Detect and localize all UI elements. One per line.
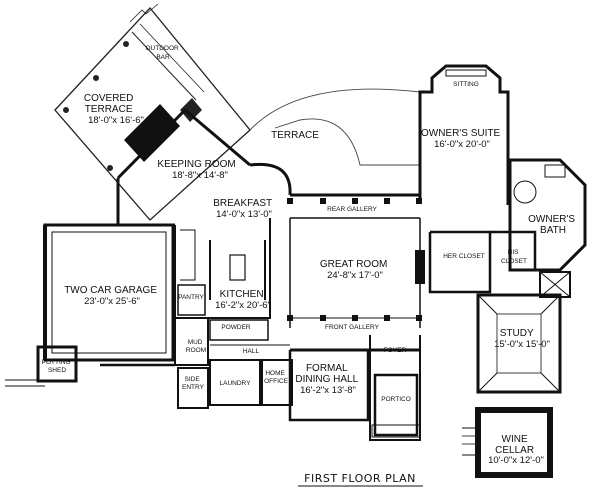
home-office-outline	[261, 359, 293, 406]
owners-suite-walls	[418, 64, 510, 205]
garage-interior	[51, 231, 167, 354]
potting-shed-label: POTTING SHED	[42, 359, 73, 374]
owners-suite-outline	[418, 64, 510, 205]
terrace-column	[63, 107, 69, 113]
front-gallery-label: FRONT GALLERY	[325, 324, 380, 331]
foyer-label: FOYER	[384, 347, 407, 354]
garage-walls	[43, 223, 175, 362]
kitchen-island	[229, 254, 246, 281]
great-room-label: GREAT ROOM 24'-8"x 17'-0"	[320, 259, 390, 281]
kitchen-outline	[174, 218, 271, 319]
west-service-wall	[116, 178, 175, 227]
her-closet-outline	[428, 230, 492, 294]
terrace-column	[123, 41, 129, 47]
mud-room-outline	[174, 318, 209, 366]
study-label: STUDY 15'-0"x 15'-0"	[494, 328, 550, 350]
bath-tub	[513, 180, 537, 204]
service-walls	[5, 318, 370, 422]
portico-step	[371, 424, 421, 438]
room-labels: OUTDOOR BAR COVERED TERRACE 18'-0"x 16'-…	[42, 45, 578, 466]
mud-room-label: MUD ROOM	[186, 339, 206, 354]
dining-outline	[288, 350, 370, 422]
owners-bath-label: OWNER'S BATH	[528, 214, 578, 236]
terrace-column	[107, 165, 113, 171]
pantry-outline	[177, 284, 206, 316]
breakfast-bay	[249, 162, 292, 196]
potting-shed-outline	[36, 345, 78, 383]
powder-label: POWDER	[221, 324, 251, 331]
terrace-outline	[249, 88, 421, 166]
wine-cellar-walls	[462, 407, 553, 478]
his-closet-outline	[490, 230, 537, 270]
wine-cellar-stair	[462, 427, 479, 456]
her-closet-label: HER CLOSET	[443, 253, 485, 260]
portico-outline	[373, 373, 419, 437]
bath-vanity	[544, 164, 566, 178]
kitchen-walls	[174, 218, 271, 341]
pantry-label: PANTRY	[178, 294, 204, 301]
side-entry-outline	[177, 367, 209, 409]
closet-walls	[428, 230, 537, 294]
keeping-room-wall	[116, 107, 251, 180]
sitting-window	[445, 69, 487, 77]
owners-suite-label: OWNER'S SUITE 16'-0"x 20'-0"	[421, 128, 503, 150]
garage-label: TWO CAR GARAGE 23'-0"x 25'-6"	[64, 285, 160, 307]
laundry-outline	[209, 359, 261, 406]
formal-dining-label: FORMAL DINING HALL 16'-2"x 13'-8"	[295, 363, 360, 396]
foyer-outline	[369, 335, 421, 441]
powder-outline	[209, 319, 269, 341]
wine-cellar-label: WINE CELLAR 10'-0"x 12'-0"	[488, 434, 544, 466]
terrace-stair-edge	[129, 3, 159, 23]
gallery-columns	[287, 198, 422, 321]
kitchen-label: KITCHEN 16'-2"x 20'-6"	[215, 289, 271, 311]
portico-label: PORTICO	[381, 396, 411, 403]
owners-bath-walls	[508, 158, 587, 298]
sitting-label: SITTING	[453, 81, 479, 88]
bar-counter	[131, 31, 197, 101]
side-entry-label: SIDE ENTRY	[182, 376, 205, 391]
terrace-column	[93, 75, 99, 81]
bar-counter-back	[139, 23, 205, 93]
study-walls	[476, 293, 562, 394]
outdoor-fireplace	[124, 104, 180, 162]
his-closet-label: HIS CLOSET	[501, 249, 527, 265]
breakfast-label: BREAKFAST 14'-0"x 13'-0"	[213, 198, 275, 220]
home-office-label: HOME OFFICE	[264, 370, 288, 385]
main-walls	[116, 107, 421, 352]
stair-lines	[180, 229, 196, 281]
bath-shower	[539, 271, 571, 298]
owners-bath-outline	[508, 158, 587, 272]
foyer-walls	[369, 335, 421, 441]
keeping-room-hearth	[180, 98, 202, 122]
keeping-room-label: KEEPING ROOM 18'-8"x 14'-8"	[157, 159, 238, 181]
rear-gallery-label: REAR GALLERY	[327, 206, 377, 213]
terrace-label: TERRACE	[271, 130, 319, 141]
outdoor-bar-label: OUTDOOR BAR	[145, 45, 180, 61]
great-room-fireplace	[415, 250, 425, 284]
plan-title: FIRST FLOOR PLAN	[304, 472, 416, 485]
covered-terrace-label: COVERED TERRACE 18'-0"x 16'-6"	[84, 93, 144, 126]
laundry-label: LAUNDRY	[220, 380, 252, 387]
hall-label: HALL	[243, 348, 260, 355]
